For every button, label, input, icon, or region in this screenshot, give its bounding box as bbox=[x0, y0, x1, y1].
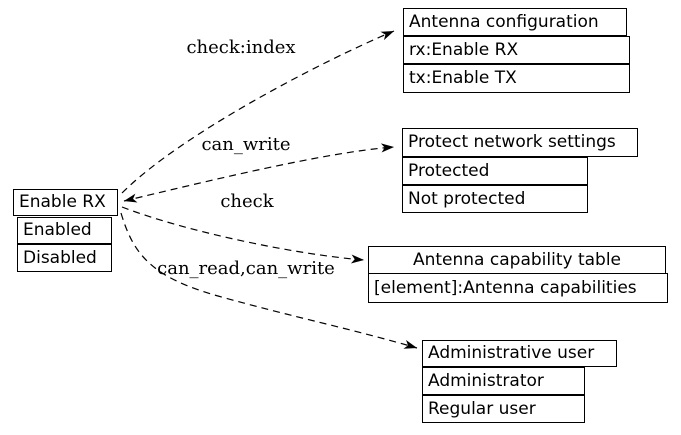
node-antenna-configuration-row-rx: rx:Enable RX bbox=[403, 36, 630, 64]
edge-label-check-index: check:index bbox=[186, 37, 295, 58]
edge-can-read-can-write bbox=[120, 212, 418, 349]
node-enable-rx-title: Enable RX bbox=[13, 189, 118, 216]
node-administrative-user-row-regular-user: Regular user bbox=[422, 395, 585, 423]
node-administrative-user-row-administrator: Administrator bbox=[422, 367, 585, 395]
edge-label-check: check bbox=[220, 191, 274, 212]
node-antenna-configuration-title: Antenna configuration bbox=[403, 8, 627, 36]
node-antenna-capability-table-row-element: [element]:Antenna capabilities bbox=[368, 273, 668, 303]
node-administrative-user-title: Administrative user bbox=[422, 340, 617, 367]
node-protect-network-settings-title: Protect network settings bbox=[402, 128, 638, 157]
edge-check-index bbox=[121, 30, 395, 194]
edge-check bbox=[121, 206, 365, 264]
node-enable-rx-row-disabled: Disabled bbox=[17, 244, 112, 272]
node-antenna-capability-table-title: Antenna capability table bbox=[368, 246, 666, 274]
node-antenna-configuration-row-tx: tx:Enable TX bbox=[403, 64, 630, 93]
node-protect-network-settings-row-not-protected: Not protected bbox=[402, 185, 588, 213]
edge-label-can-read-can-write: can_read,can_write bbox=[157, 258, 335, 279]
node-protect-network-settings-row-protected: Protected bbox=[402, 157, 588, 185]
node-enable-rx-row-enabled: Enabled bbox=[17, 217, 112, 244]
edge-can-write bbox=[123, 143, 395, 203]
edge-label-can-write: can_write bbox=[201, 134, 290, 155]
